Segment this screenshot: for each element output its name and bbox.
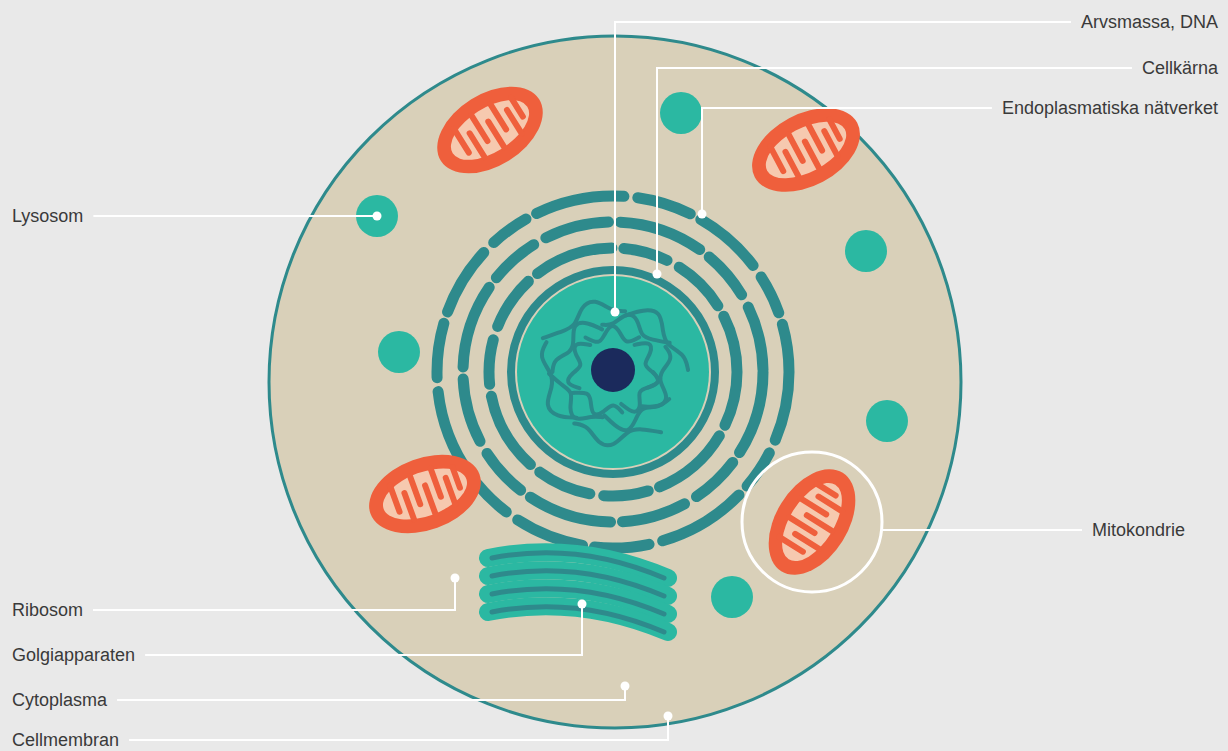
leader-line (93, 215, 377, 217)
part-label: Ribosom (12, 599, 83, 621)
part-label: Cellmembran (12, 729, 119, 751)
mitochondrion (751, 454, 874, 591)
mitochondrion (738, 91, 874, 209)
mitochondrion (422, 69, 559, 192)
part-label: Golgiapparaten (12, 644, 135, 666)
leader-line (145, 604, 582, 655)
leader-dot (611, 308, 620, 317)
dna (542, 302, 688, 446)
cell-nucleus (517, 276, 709, 468)
part-label: Mitokondrie (1092, 519, 1185, 541)
golgi-apparatus (488, 552, 668, 632)
leader-dot (664, 712, 673, 721)
part-label: Endoplasmatiska nätverket (1002, 97, 1218, 119)
part-label: Arvsmassa, DNA (1081, 11, 1218, 33)
leader-line (117, 686, 625, 700)
endoplasmic-reticulum (437, 196, 789, 548)
leader-line (702, 108, 992, 214)
part-label: Cellkärna (1142, 57, 1218, 79)
highlight-ring (742, 452, 882, 592)
part-label: Lysosom (12, 205, 83, 227)
leader-line (882, 529, 1082, 531)
leader-dot (653, 270, 662, 279)
leader-line (615, 22, 1071, 312)
leader-dot (578, 600, 587, 609)
leader-dot (451, 574, 460, 583)
part-label: Cytoplasma (12, 689, 107, 711)
leader-line (129, 716, 668, 740)
leader-dot (373, 212, 382, 221)
leader-line (93, 578, 455, 610)
cell-membrane (269, 36, 961, 728)
leader-dot (698, 210, 707, 219)
mitochondrion (358, 440, 492, 547)
leader-dot (621, 682, 630, 691)
nucleolus (591, 348, 635, 392)
